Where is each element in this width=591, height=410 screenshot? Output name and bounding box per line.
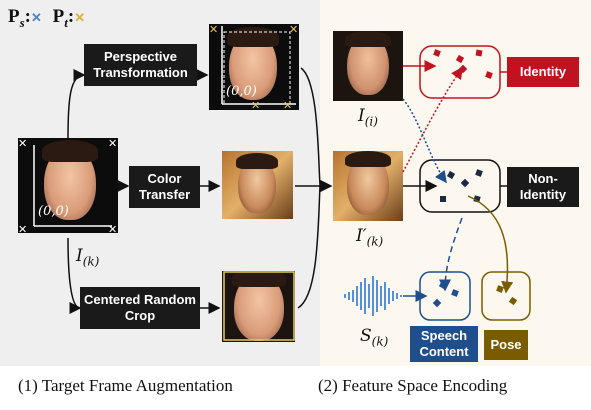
identity-label: Identity	[507, 57, 579, 87]
augmented-face-image	[333, 151, 403, 221]
arrow-to-speech	[439, 217, 463, 292]
x-marker-icon: ✕	[108, 223, 117, 236]
arrow-cross-red	[402, 66, 463, 173]
arrow-to-perspective	[67, 69, 86, 139]
color-transfer-face-image	[222, 151, 293, 219]
merge-line-bottom	[297, 185, 321, 309]
speech-points	[432, 280, 459, 308]
x-marker-icon: ✕	[18, 223, 27, 236]
speech-content-label: Speech Content	[410, 326, 478, 362]
arrow-to-pose	[467, 195, 514, 294]
cropped-face-image	[222, 271, 295, 342]
x-marker-icon: ✕	[74, 10, 86, 25]
x-marker-icon: ✕	[18, 137, 27, 150]
centered-random-crop-box: Centered Random Crop	[80, 287, 200, 329]
x-marker-icon: ✕	[31, 10, 42, 25]
non-identity-label: Non-Identity	[507, 167, 579, 207]
origin-label-input: (0,0)	[38, 204, 69, 219]
identity-face-image	[333, 31, 403, 101]
color-transfer-box: Color Transfer	[129, 166, 200, 208]
x-marker-icon: ✕	[108, 137, 117, 150]
x-marker-icon: ✕	[289, 23, 298, 36]
label-i-k: I(k)	[76, 246, 100, 269]
label-s-k: S(k)	[360, 326, 389, 349]
caption-right: (2) Feature Space Encoding	[318, 376, 508, 395]
audio-waveform	[344, 276, 402, 316]
x-marker-icon: ✕	[283, 99, 292, 112]
x-marker-icon: ✕	[209, 23, 218, 36]
pose-cluster	[481, 271, 531, 321]
crop-frame	[223, 271, 295, 341]
merge-line-top	[300, 67, 321, 187]
identity-points	[433, 49, 493, 79]
arrow-to-crop	[67, 237, 82, 314]
arrow-cross-blue	[402, 98, 447, 184]
caption-left: (1) Target Frame Augmentation	[18, 376, 233, 395]
x-marker-icon: ✕	[251, 99, 260, 112]
origin-label-perspective: (0,0)	[226, 84, 257, 99]
label-i-prime-k: I′(k)	[356, 226, 384, 249]
speech-cluster	[419, 271, 471, 321]
perspective-transformation-box: Perspective Transformation	[84, 44, 197, 86]
label-i-i: I(i)	[358, 106, 378, 129]
pose-label: Pose	[484, 330, 528, 360]
legend: Ps:✕ Pt:✕	[8, 6, 86, 30]
non-identity-points	[440, 169, 483, 203]
